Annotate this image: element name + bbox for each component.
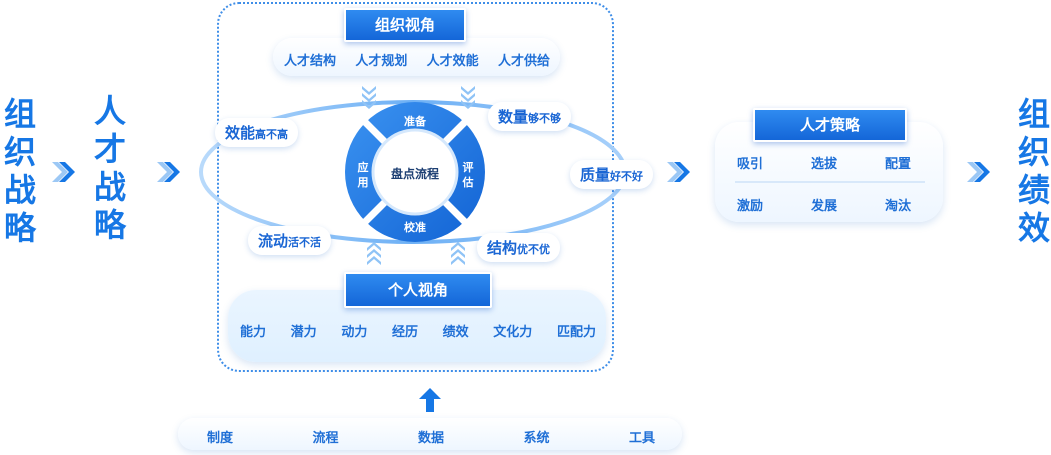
foundation-item: 制度 [207, 431, 234, 446]
personal-item: 文化力 [493, 325, 533, 340]
ring-center-label: 盘点流程 [390, 167, 439, 181]
org-view-panel [273, 38, 560, 76]
arrow-right-icon [157, 162, 180, 182]
tag-flow: 流动活不活 [248, 226, 332, 255]
ring-top-label: 准备 [404, 115, 426, 128]
foundation-item: 系统 [523, 431, 550, 446]
foundation-item: 数据 [417, 431, 444, 446]
personal-item: 动力 [341, 325, 368, 340]
org-item: 人才规划 [355, 54, 408, 69]
ring-right-label: 评估 [462, 161, 474, 189]
policy-item: 吸引 [736, 157, 763, 172]
tag-structure: 结构优不优 [477, 233, 561, 262]
personal-item: 绩效 [442, 325, 469, 340]
org-strategy-label: 组织 战略 [3, 95, 36, 247]
process-ring [345, 102, 485, 242]
tag-quantity: 数量够不够 [488, 102, 572, 131]
policy-item: 发展 [810, 199, 837, 214]
ring-left-label: 应用 [357, 161, 369, 189]
personal-view-title: 个人视角 [344, 272, 492, 308]
talent-strategy-label: 人才 战略 [93, 92, 126, 244]
talent-policy-title: 人才策略 [753, 108, 907, 142]
foundation-item: 流程 [312, 431, 339, 446]
chevron-down-icon [362, 86, 376, 109]
review-process-diagram [199, 86, 627, 265]
org-view-title: 组织视角 [344, 8, 466, 42]
org-performance-label: 组织 绩效 [1017, 95, 1050, 247]
tag-quality: 质量好不好 [570, 160, 654, 189]
policy-divider [735, 181, 925, 183]
org-view-items: 人才结构 人才规划 人才效能 人才供给 [284, 50, 550, 69]
personal-view-items: 能力 潜力 动力 经历 绩效 文化力 匹配力 [240, 321, 596, 340]
foundation-items: 制度 流程 数据 系统 工具 [207, 427, 655, 446]
personal-item: 潜力 [290, 325, 317, 340]
policy-item: 淘汰 [884, 199, 911, 214]
org-item: 人才结构 [284, 54, 337, 69]
chevron-up-icon [367, 242, 381, 265]
personal-item: 匹配力 [556, 325, 596, 340]
foundation-bar [178, 418, 682, 450]
chevron-up-icon [451, 242, 465, 265]
org-item: 人才供给 [497, 54, 550, 69]
arrow-up-icon [419, 388, 441, 412]
policy-item: 选拔 [810, 157, 837, 172]
policy-item: 配置 [884, 157, 911, 172]
arrow-right-icon [667, 162, 690, 182]
foundation-item: 工具 [628, 431, 655, 446]
ring-bottom-label: 校准 [404, 221, 426, 234]
policy-item: 激励 [736, 199, 763, 214]
arrow-right-icon [967, 162, 990, 182]
personal-item: 经历 [391, 325, 418, 340]
personal-item: 能力 [240, 325, 267, 340]
org-item: 人才效能 [426, 54, 479, 69]
arrow-right-icon [52, 162, 75, 182]
tag-efficiency: 效能高不高 [215, 118, 299, 147]
chevron-down-icon [461, 86, 475, 109]
